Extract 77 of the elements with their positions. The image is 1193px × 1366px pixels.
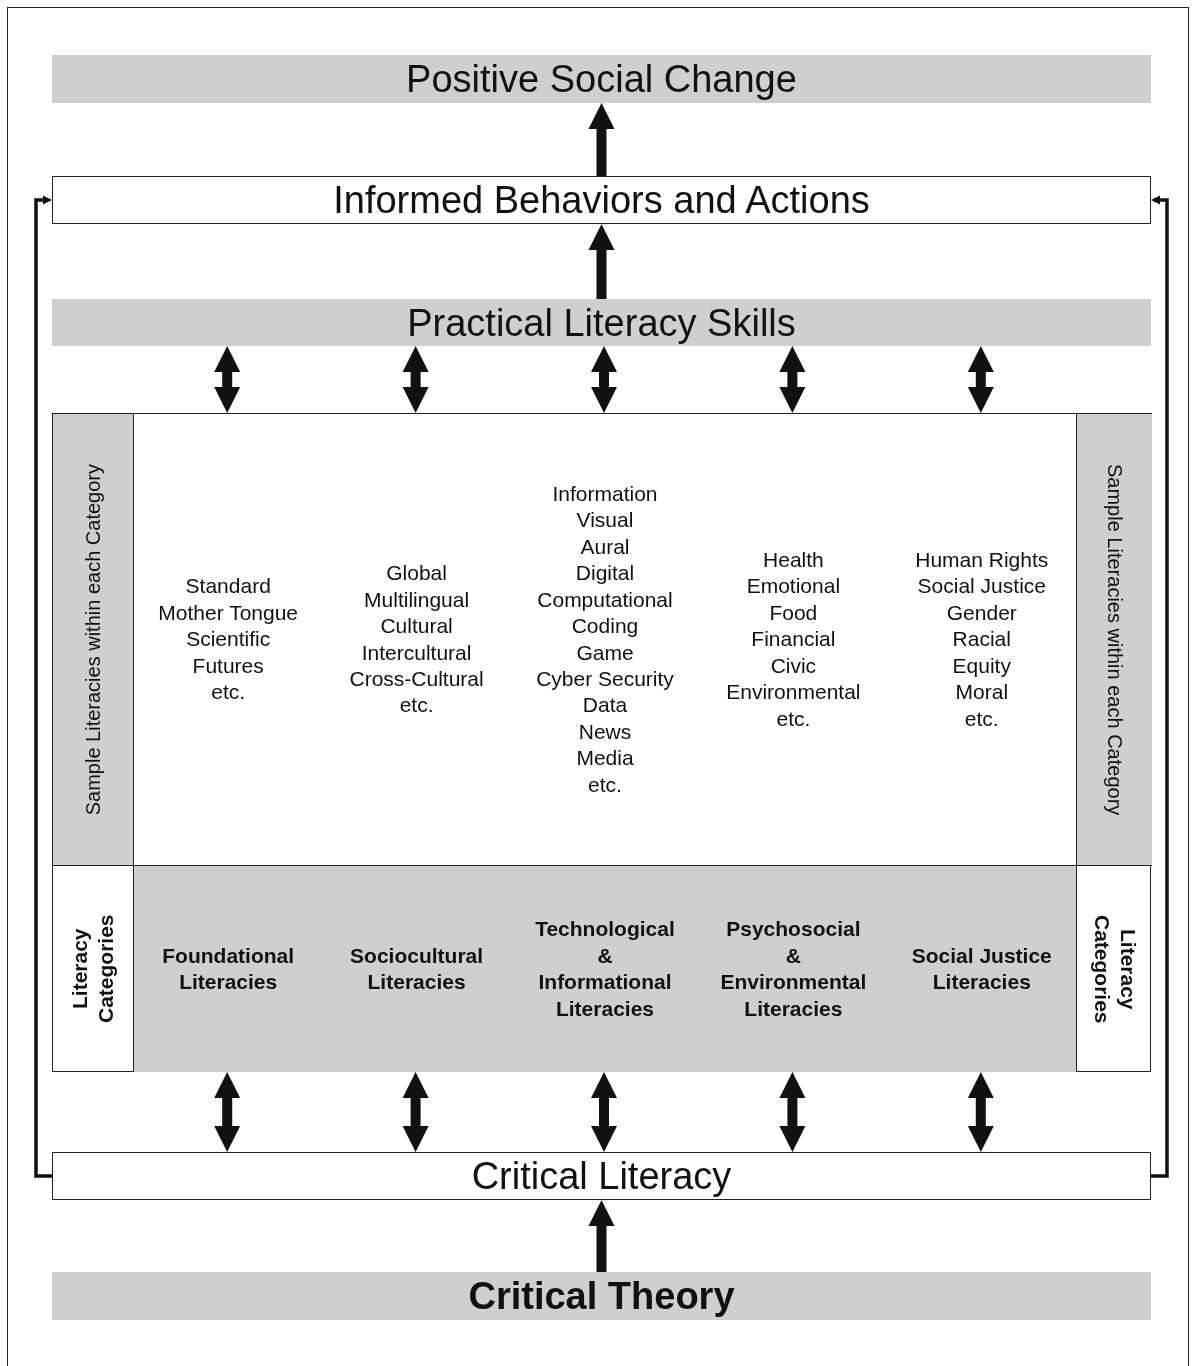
list-item: Mother Tongue — [158, 599, 299, 626]
list-item: etc. — [211, 679, 246, 706]
title-band — [52, 299, 1151, 346]
outlined-band — [52, 176, 1151, 224]
list-item: Environmental — [726, 679, 861, 706]
arrow — [588, 224, 615, 299]
double-arrow — [591, 1072, 617, 1152]
header-cell — [53, 413, 134, 865]
list-item: Visual — [576, 507, 634, 534]
table-frame — [52, 413, 1151, 1072]
list-item: Media — [576, 745, 634, 772]
title-band — [52, 1272, 1151, 1320]
list-item: etc. — [776, 705, 811, 732]
header-cell — [1076, 865, 1152, 1072]
band-label: Practical Literacy Skills — [407, 300, 796, 345]
list-item: Health — [763, 547, 824, 574]
list-item: News — [578, 718, 632, 745]
list-item: Computational — [537, 586, 673, 613]
list-item: Information — [552, 481, 658, 508]
double-arrow — [967, 346, 994, 413]
list-item: Civic — [770, 652, 817, 679]
list-item: Cultural — [380, 613, 453, 640]
category-label: Social Justice Literacies — [910, 942, 1053, 995]
double-arrow — [402, 346, 429, 413]
list-item: Digital — [575, 560, 635, 587]
double-arrow — [779, 346, 806, 413]
list-item: Data — [582, 692, 628, 719]
list-item: Social Justice — [917, 573, 1046, 600]
list-item: Coding — [571, 613, 639, 640]
band-label: Positive Social Change — [406, 57, 797, 101]
category-label: Technological & Informational Literacies — [534, 916, 676, 1022]
double-arrow — [967, 1072, 994, 1152]
feedback-arrow — [34, 195, 52, 1178]
vertical-label: Literacy Categories — [1089, 913, 1141, 1026]
double-arrow — [214, 1072, 241, 1152]
table-cell — [887, 865, 1076, 1072]
list-item: Racial — [952, 626, 1011, 653]
list-item: Game — [576, 639, 634, 666]
band-label: Critical Literacy — [471, 1154, 732, 1198]
table-cell — [134, 865, 323, 1072]
arrow — [588, 103, 615, 176]
list-item: Gender — [946, 599, 1017, 626]
feedback-arrow — [1151, 195, 1169, 1178]
list-item: etc. — [588, 771, 622, 798]
vertical-label: Sample Literacies within each Category — [1102, 463, 1127, 816]
list-item: Global — [386, 560, 447, 587]
category-label: Psychosocial & Environmental Literacies — [719, 916, 868, 1022]
list-item: Multilingual — [364, 586, 470, 613]
category-label: Foundational Literacies — [161, 942, 296, 995]
category-label: Sociocultural Literacies — [349, 942, 485, 995]
band-label: Informed Behaviors and Actions — [333, 178, 870, 222]
list-item: etc. — [399, 692, 434, 719]
title-band — [52, 55, 1151, 103]
list-item: Standard — [185, 573, 271, 600]
list-item: Intercultural — [361, 639, 472, 666]
list-item: Financial — [751, 626, 836, 653]
list-item: Moral — [955, 679, 1009, 706]
vertical-label: Literacy Categories — [67, 913, 118, 1026]
list-item: Aural — [580, 533, 630, 560]
list-item: Futures — [192, 652, 264, 679]
arrow — [588, 1200, 615, 1272]
double-arrow — [214, 346, 241, 413]
list-item: Emotional — [746, 573, 841, 600]
list-item: Cyber Security — [536, 665, 674, 692]
outlined-band — [52, 1152, 1151, 1200]
list-item: Food — [769, 599, 818, 626]
list-item: etc. — [964, 705, 999, 732]
vertical-label: Sample Literacies within each Category — [81, 463, 105, 816]
double-arrow — [591, 346, 617, 413]
double-arrow — [402, 1072, 429, 1152]
double-arrow — [779, 1072, 806, 1152]
header-cell — [1076, 413, 1152, 865]
list-item: Human Rights — [915, 547, 1049, 574]
band-label: Critical Theory — [468, 1274, 735, 1318]
list-item: Cross-Cultural — [349, 665, 484, 692]
list-item: Equity — [952, 652, 1011, 679]
list-item: Scientific — [186, 626, 271, 653]
